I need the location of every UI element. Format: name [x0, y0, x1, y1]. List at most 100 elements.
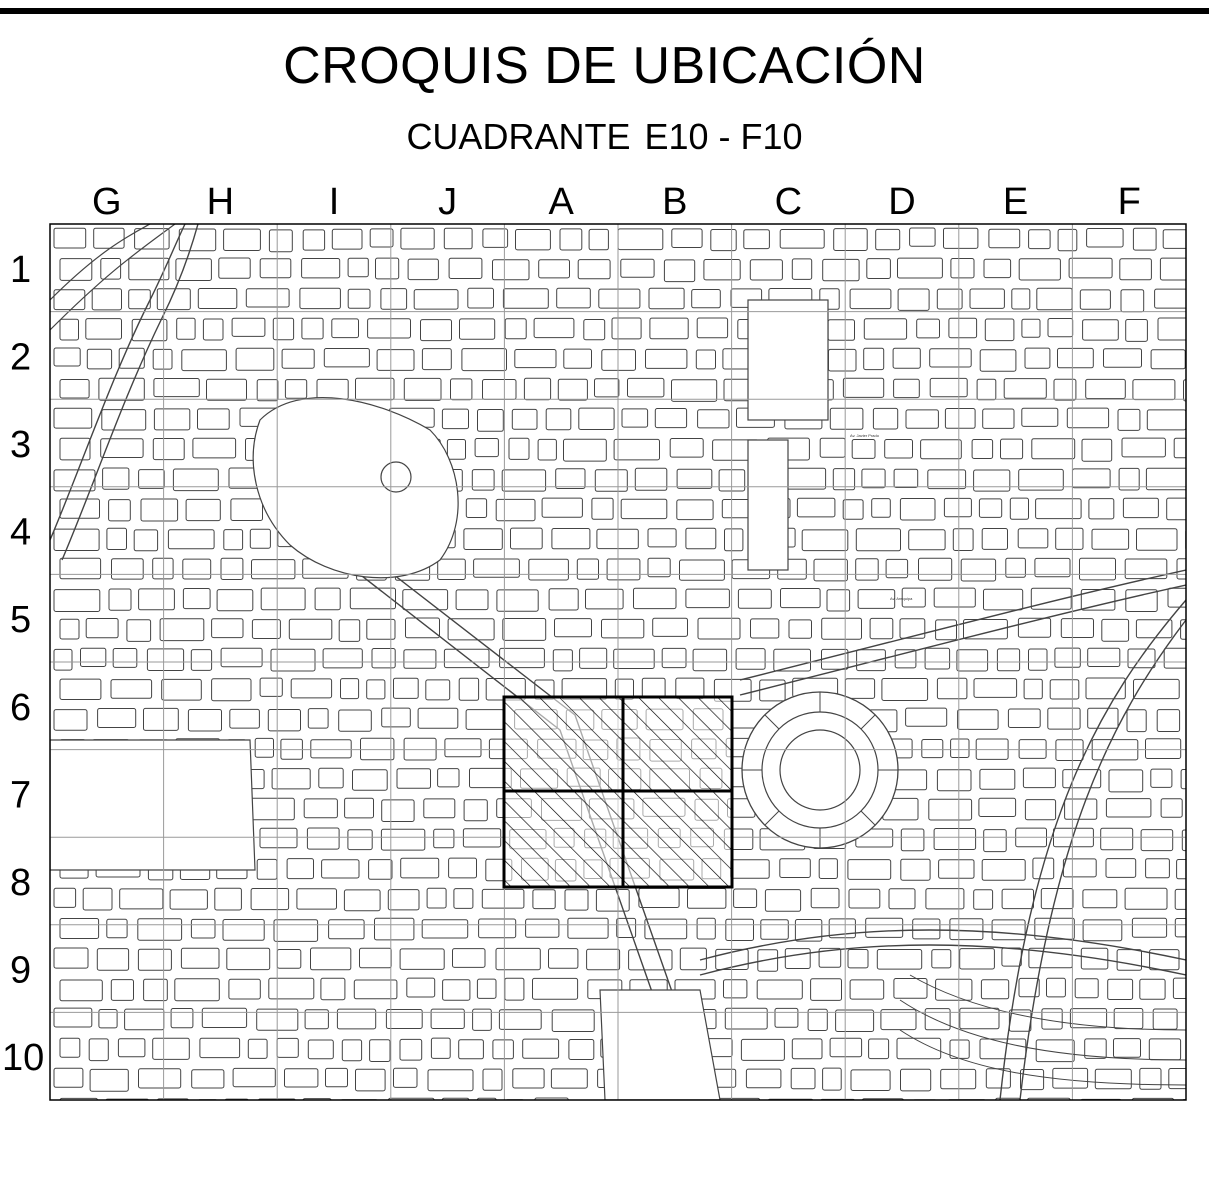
city-block — [1150, 768, 1173, 788]
city-block — [950, 738, 970, 758]
city-block — [996, 648, 1021, 672]
city-block — [59, 437, 91, 461]
subtitle-prefix: CUADRANTE — [406, 116, 631, 157]
city-block — [421, 919, 469, 939]
city-block — [314, 587, 341, 611]
city-block — [988, 228, 1021, 249]
city-block — [276, 949, 302, 969]
city-block — [1066, 407, 1110, 429]
city-block — [271, 768, 311, 790]
city-block — [182, 588, 211, 610]
city-block — [380, 828, 426, 851]
city-block — [1176, 859, 1186, 880]
city-block — [159, 618, 205, 642]
column-label: J — [438, 181, 457, 223]
city-block — [1149, 949, 1180, 971]
city-block — [476, 978, 497, 999]
city-block — [924, 1008, 951, 1031]
city-block — [461, 348, 507, 372]
row-label: 2 — [10, 336, 31, 378]
city-block — [307, 708, 329, 729]
city-block — [868, 1038, 890, 1060]
city-block — [760, 919, 789, 940]
city-block — [366, 679, 386, 700]
city-block — [871, 498, 891, 518]
city-block — [791, 1038, 823, 1060]
row-label: 6 — [10, 687, 31, 729]
city-block — [949, 918, 984, 941]
city-block — [667, 1098, 708, 1100]
city-block — [296, 888, 337, 910]
city-block — [53, 227, 87, 249]
city-block — [1062, 858, 1097, 878]
city-block — [100, 258, 122, 280]
city-block — [306, 827, 340, 850]
city-block — [232, 1067, 276, 1088]
city-block — [366, 618, 396, 640]
city-block — [59, 258, 93, 281]
city-block — [740, 1038, 785, 1061]
city-block — [1122, 497, 1159, 519]
city-block — [861, 1098, 904, 1100]
city-block — [140, 498, 179, 522]
city-block — [441, 408, 469, 430]
city-block — [399, 1038, 423, 1061]
city-block — [161, 678, 202, 701]
city-block — [471, 469, 495, 491]
city-block — [983, 829, 1007, 853]
city-block — [654, 408, 688, 429]
city-block — [1121, 437, 1166, 458]
city-block — [918, 557, 953, 581]
city-block — [985, 1068, 1011, 1089]
city-block — [978, 498, 1003, 518]
city-block — [501, 469, 547, 492]
city-block — [1105, 858, 1137, 878]
city-block — [810, 887, 840, 909]
city-block — [715, 1097, 761, 1100]
city-block — [338, 619, 361, 642]
city-block — [927, 469, 967, 490]
city-block — [1105, 798, 1152, 818]
city-block — [995, 1097, 1021, 1100]
city-block — [697, 617, 741, 640]
city-block — [463, 528, 503, 551]
city-block — [908, 529, 946, 551]
city-block — [403, 649, 437, 669]
city-block — [181, 349, 227, 372]
city-block — [1133, 678, 1180, 700]
city-block — [375, 257, 400, 280]
city-block — [499, 647, 545, 669]
city-block — [1074, 978, 1099, 999]
city-block — [1035, 498, 1082, 520]
city-block — [788, 619, 812, 639]
city-block — [82, 887, 113, 911]
city-block — [1036, 287, 1073, 311]
city-block — [897, 288, 930, 311]
city-block — [534, 1097, 569, 1100]
city-block — [613, 648, 655, 669]
city-block — [433, 828, 455, 849]
city-block — [228, 978, 261, 1000]
avenue-curve-west — [50, 224, 186, 541]
city-block — [303, 798, 338, 819]
column-label: H — [207, 181, 234, 223]
column-label: F — [1118, 181, 1141, 223]
city-block — [784, 948, 811, 969]
city-block — [1060, 618, 1095, 638]
city-block — [1057, 347, 1094, 369]
city-block — [933, 587, 976, 608]
city-block — [896, 1037, 942, 1060]
city-block — [247, 1038, 268, 1059]
column-label: C — [775, 181, 802, 223]
city-block — [119, 888, 164, 910]
city-block — [268, 229, 293, 253]
city-block — [750, 618, 780, 639]
city-block — [59, 918, 100, 939]
city-block — [1031, 438, 1076, 460]
city-block — [353, 979, 398, 1000]
city-block — [1154, 288, 1186, 309]
city-block — [423, 798, 456, 819]
city-block — [844, 678, 876, 699]
city-block — [1103, 348, 1142, 368]
